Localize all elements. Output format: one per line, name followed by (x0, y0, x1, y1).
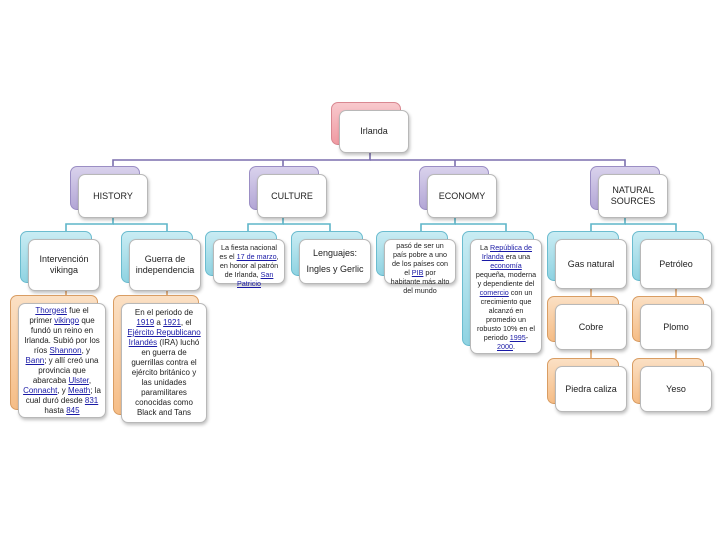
text-link[interactable]: 845 (66, 405, 80, 415)
root-connectors (112, 153, 626, 166)
lenguajes-value: Ingles y Gerlic (306, 264, 364, 274)
text-link[interactable]: 1921 (163, 318, 181, 327)
piedra-caliza-label: Piedra caliza (565, 383, 617, 394)
republica-irlanda-text: La República de Irlanda era una economía… (475, 243, 537, 351)
guerra-detail-node[interactable]: En el periodo de 1919 a 1921, el Ejércit… (113, 295, 207, 423)
history-node[interactable]: HISTORY (70, 166, 148, 218)
text-segment: fue el primer (29, 305, 89, 325)
natural-sources-label: NATURAL SOURCES (610, 185, 656, 206)
petroleo-label: Petróleo (659, 258, 693, 269)
text-segment: , y (57, 385, 68, 395)
level1-connectors (65, 218, 677, 231)
text-segment: ; y allí creó una provincia que abarcaba (32, 355, 99, 385)
text-link[interactable]: PIB (411, 268, 424, 277)
yeso-node[interactable]: Yeso (632, 358, 712, 412)
text-link[interactable]: Connacht (23, 385, 58, 395)
yeso-label: Yeso (666, 383, 686, 394)
intervencion-detail-node[interactable]: Thorgest fue el primer vikingo que fundó… (10, 295, 106, 418)
culture-node[interactable]: CULTURE (249, 166, 327, 218)
text-segment: por habitante más alto del mundo (390, 268, 450, 295)
petroleo-node[interactable]: Petróleo (632, 231, 712, 289)
text-link[interactable]: Thorgest (35, 305, 67, 315)
lenguajes-node[interactable]: Lenguajes: Ingles y Gerlic (291, 231, 371, 284)
text-segment: ; la cual duró desde (25, 385, 101, 405)
text-segment: que fundó un reino en Irlanda. Subió por… (24, 315, 100, 355)
cobre-node[interactable]: Cobre (547, 296, 627, 350)
text-segment: hasta (44, 405, 67, 415)
guerra-independencia-label: Guerra de independencia (135, 254, 195, 275)
gas-natural-node[interactable]: Gas natural (547, 231, 627, 289)
guerra-detail-text: En el periodo de 1919 a 1921, el Ejércit… (126, 308, 202, 418)
text-link[interactable]: 831 (84, 395, 99, 405)
culture-label: CULTURE (271, 190, 313, 201)
text-link[interactable]: Meath (68, 385, 91, 395)
lenguajes-title: Lenguajes: (312, 248, 358, 258)
root-node[interactable]: Irlanda (331, 102, 409, 153)
text-segment: La (480, 243, 491, 252)
text-segment: era una (503, 252, 531, 261)
text-link[interactable]: Ejército Republicano Irlandés (127, 328, 201, 347)
text-link[interactable]: 1919 (136, 318, 155, 327)
text-segment: , el (180, 318, 192, 327)
text-segment: , y (81, 345, 91, 355)
text-link[interactable]: República de Irlanda (481, 243, 532, 261)
pais-pobre-node[interactable]: pasó de ser un país pobre a uno de los p… (376, 231, 456, 295)
piedra-caliza-node[interactable]: Piedra caliza (547, 358, 627, 412)
natural-sources-node[interactable]: NATURAL SOURCES (590, 166, 668, 218)
intervencion-vikinga-node[interactable]: Intervención vikinga (20, 231, 100, 291)
text-link[interactable]: economía (490, 261, 522, 270)
text-link[interactable]: vikingo (54, 315, 80, 325)
text-segment: (IRA) luchó en guerra de guerrillas cont… (131, 338, 200, 417)
text-segment: , (88, 375, 92, 385)
text-link[interactable]: Bann (25, 355, 45, 365)
text-link[interactable]: San Patricio (237, 270, 274, 288)
cobre-label: Cobre (578, 321, 604, 332)
republica-irlanda-node[interactable]: La República de Irlanda era una economía… (462, 231, 542, 354)
text-link[interactable]: Shannon (49, 345, 82, 355)
history-label: HISTORY (93, 190, 133, 201)
text-segment: En el periodo de (134, 308, 194, 317)
gas-natural-label: Gas natural (567, 258, 615, 269)
guerra-independencia-node[interactable]: Guerra de independencia (121, 231, 201, 291)
pais-pobre-text: pasó de ser un país pobre a uno de los p… (389, 241, 451, 295)
text-link[interactable]: 1995 (509, 333, 526, 342)
text-segment: con un crecimiento que alcanzó en promed… (477, 288, 535, 342)
text-segment: a (154, 318, 164, 327)
plomo-node[interactable]: Plomo (632, 296, 712, 350)
text-segment: - (525, 333, 529, 342)
text-segment: pequeña, moderna y dependiente del (475, 270, 537, 288)
text-link[interactable]: 17 de marzo (236, 252, 277, 261)
text-segment: , en honor al patrón de Irlanda, (219, 252, 279, 279)
fiesta-nacional-text: La fiesta nacional es el 17 de marzo, en… (218, 243, 280, 288)
text-segment: pasó de ser un país pobre a uno de los p… (392, 241, 448, 277)
text-segment: . (513, 342, 515, 351)
text-segment: La fiesta nacional es el (219, 243, 277, 261)
economy-label: ECONOMY (438, 190, 486, 201)
fiesta-nacional-node[interactable]: La fiesta nacional es el 17 de marzo, en… (205, 231, 285, 288)
root-label: Irlanda (360, 126, 388, 136)
text-link[interactable]: 2000 (497, 342, 513, 351)
intervencion-detail-text: Thorgest fue el primer vikingo que fundó… (23, 306, 101, 416)
economy-node[interactable]: ECONOMY (419, 166, 497, 218)
plomo-label: Plomo (663, 321, 689, 332)
intervencion-vikinga-label: Intervención vikinga (39, 254, 89, 275)
text-link[interactable]: comercio (479, 288, 509, 297)
text-link[interactable]: Ulster (68, 375, 89, 385)
